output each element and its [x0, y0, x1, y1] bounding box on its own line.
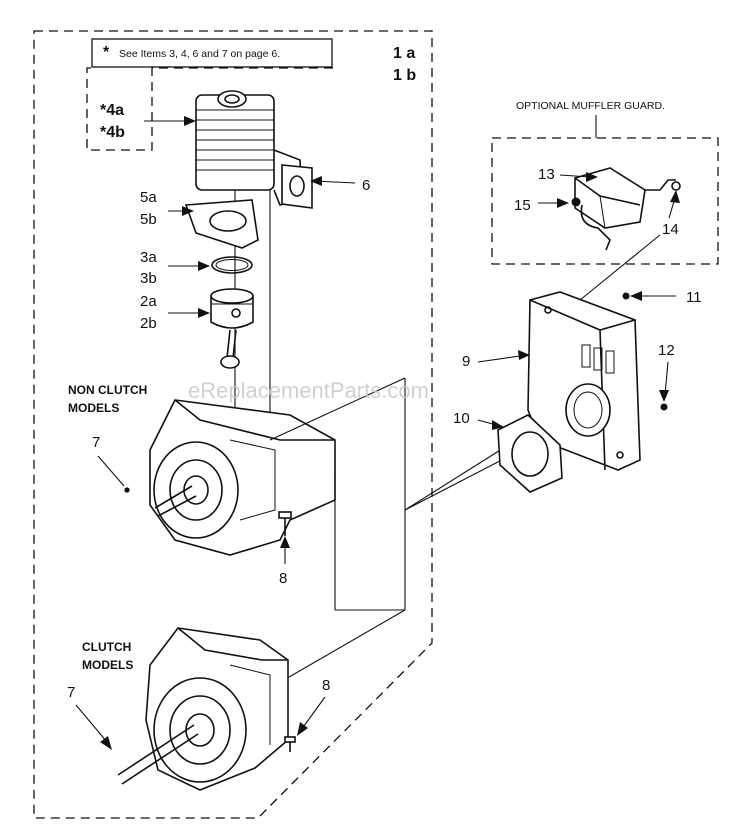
muffler-guard-title: OPTIONAL MUFFLER GUARD. [516, 100, 665, 112]
arrow-10 [492, 420, 504, 430]
part-12-screw [660, 403, 668, 411]
part-9-muffler [527, 291, 641, 471]
arrow-11 [630, 291, 642, 301]
leader-13 [559, 174, 591, 178]
non-clutch-label-line2: MODELS [68, 401, 119, 415]
part-number-7-lower: 7 [67, 684, 75, 701]
part-13-guard-bracket [574, 167, 676, 251]
part-number-5a: 5a [140, 189, 157, 206]
part-14-screw [671, 181, 681, 191]
callout-4-bracket [86, 67, 333, 151]
arrow-15 [557, 198, 569, 208]
part-11-screw [622, 292, 630, 300]
note-star: * [103, 44, 110, 61]
arrow-9 [518, 350, 530, 360]
crankcase-clutch [117, 627, 289, 791]
group-enclosure-outline [33, 30, 433, 819]
part-number-5b: 5b [140, 211, 157, 228]
leader-9 [477, 355, 521, 363]
part-number-7-upper: 7 [92, 434, 100, 451]
leader-7-lower [75, 704, 108, 743]
part-number-15: 15 [514, 197, 531, 214]
part-number-10: 10 [453, 410, 470, 427]
part-3-piston-ring [211, 256, 253, 274]
part-6-gasket [281, 164, 313, 209]
leader-8-lower [300, 696, 326, 731]
part-number-2b: 2b [140, 315, 157, 332]
group-label-1a: 1 a [393, 45, 415, 62]
part-15-nut [571, 197, 581, 207]
arrow-12 [659, 390, 669, 402]
part-number-2a: 2a [140, 293, 157, 310]
arrow-8-lower [297, 722, 308, 736]
part-7-bolt-upper [124, 487, 130, 493]
part-number-3a: 3a [140, 249, 157, 266]
arrow-14 [670, 190, 680, 203]
part-number-6: 6 [362, 177, 370, 194]
note-box [91, 38, 333, 68]
arrow-5 [182, 206, 194, 216]
arrow-6 [310, 176, 322, 186]
clutch-label-line2: MODELS [82, 658, 133, 672]
leader-12 [664, 361, 669, 396]
arrow-8-upper [280, 536, 290, 548]
clutch-label-line1: CLUTCH [82, 640, 131, 654]
group-label-1b: 1 b [393, 67, 416, 84]
part-number-12: 12 [658, 342, 675, 359]
watermark-text: eReplacementParts.com [188, 378, 429, 403]
note-text: See Items 3, 4, 6 and 7 on page 6. [119, 48, 280, 60]
arrow-13 [586, 172, 598, 182]
arrow-3 [198, 261, 210, 271]
part-10-muffler-gasket [497, 414, 563, 493]
part-number-9: 9 [462, 353, 470, 370]
leader-7-upper [97, 455, 125, 487]
part-2-piston [210, 288, 254, 369]
part-number-8-upper: 8 [279, 570, 287, 587]
part-number-11: 11 [686, 289, 702, 306]
arrow-7-lower [100, 736, 112, 750]
callout-4a: *4a [100, 102, 124, 119]
part-8-screw-upper [278, 511, 292, 536]
arrow-4 [184, 116, 196, 126]
muffler-guard-enclosure [491, 137, 719, 265]
part-5-gasket [184, 199, 259, 249]
part-number-14: 14 [662, 221, 679, 238]
part-number-8-lower: 8 [322, 677, 330, 694]
arrow-2 [198, 308, 210, 318]
part-number-13: 13 [538, 166, 555, 183]
part-8-screw-lower [284, 736, 296, 752]
part-number-3b: 3b [140, 270, 157, 287]
non-clutch-label-line1: NON CLUTCH [68, 383, 147, 397]
callout-4b: *4b [100, 124, 125, 141]
